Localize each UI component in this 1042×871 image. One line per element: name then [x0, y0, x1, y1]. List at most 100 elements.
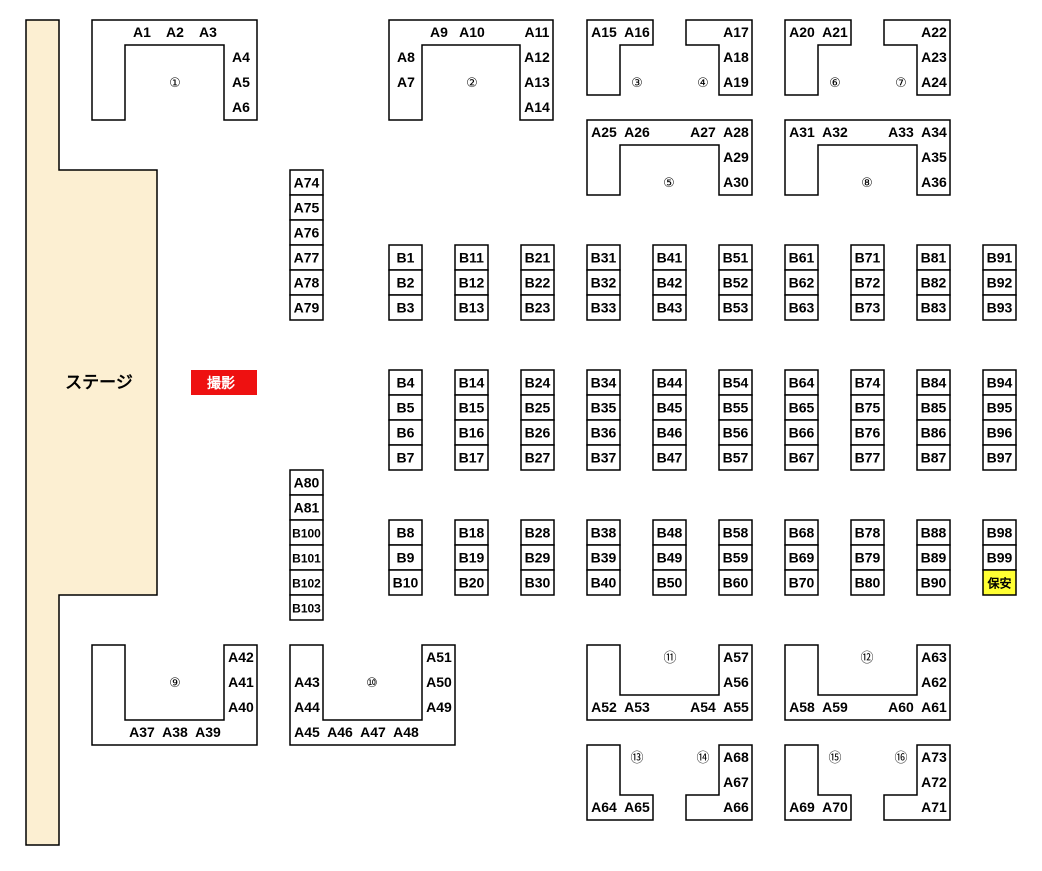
booth-label: A77 [294, 250, 320, 266]
booth-cell [982, 294, 1017, 321]
booth-label: B61 [789, 250, 815, 266]
booth-label: A67 [723, 774, 749, 790]
booth-cell [916, 369, 951, 396]
booth-label: B23 [525, 300, 551, 316]
booth-label: A13 [524, 74, 550, 90]
booth-label: B102 [292, 577, 321, 591]
area-number: ① [169, 76, 181, 91]
booth-cell [520, 569, 555, 596]
stage-area [25, 19, 158, 846]
booth-cell [652, 394, 687, 421]
booth-label: B90 [921, 575, 947, 591]
booth-cell [718, 444, 753, 471]
booth-label: B63 [789, 300, 815, 316]
booth-cell [784, 544, 819, 571]
booth-label: A3 [199, 24, 217, 40]
booth-label: A34 [921, 124, 947, 140]
booth-label: B39 [591, 550, 617, 566]
booth-label: B36 [591, 425, 617, 441]
booth-label: B89 [921, 550, 947, 566]
booth-label: A56 [723, 674, 749, 690]
booth-cell [784, 244, 819, 271]
booth-label: A50 [426, 674, 452, 690]
booth-label: B93 [987, 300, 1013, 316]
booth-label: A20 [789, 24, 815, 40]
booth-label: A8 [397, 49, 415, 65]
booth-label: B87 [921, 450, 947, 466]
stage-label: ステージ [65, 373, 133, 393]
booth-label: B86 [921, 425, 947, 441]
booth-label: A54 [690, 699, 716, 715]
booth-label: B60 [723, 575, 749, 591]
booth-label: B8 [397, 525, 415, 541]
booth-label: A28 [723, 124, 749, 140]
area-number: ⑨ [169, 676, 181, 691]
booth-label: B99 [987, 550, 1013, 566]
booth-label: B73 [855, 300, 881, 316]
booth-cell [916, 294, 951, 321]
booth-label: B82 [921, 275, 947, 291]
booth-label: B98 [987, 525, 1013, 541]
area-number: ⑮ [828, 751, 841, 766]
block-6 [784, 19, 852, 96]
block-10 [289, 644, 456, 746]
booth-label: B69 [789, 550, 815, 566]
booth-label: A29 [723, 149, 749, 165]
booth-cell [718, 569, 753, 596]
block-15 [784, 744, 852, 821]
booth-label: B48 [657, 525, 683, 541]
booth-label: A57 [723, 649, 749, 665]
area-number: ⑫ [860, 651, 873, 666]
booth-label: B30 [525, 575, 551, 591]
area-number: ⑯ [894, 751, 907, 766]
booth-cell [916, 569, 951, 596]
booth-cell [520, 419, 555, 446]
booth-label: A39 [195, 724, 221, 740]
booth-label: A22 [921, 24, 947, 40]
booth-label: A21 [822, 24, 848, 40]
booth-cell [454, 569, 489, 596]
booth-label: B15 [459, 400, 485, 416]
area-numbers: ① ② ③ ④ ⑤ ⑥ ⑦ ⑧ ⑨ ⑩ ⑪ ⑫ ⑬ ⑭ ⑮ ⑯ [169, 76, 907, 766]
booth-cell [850, 294, 885, 321]
booth-cell [289, 569, 324, 596]
booth-cell [289, 169, 324, 196]
booth-cell [454, 269, 489, 296]
booth-cell [784, 519, 819, 546]
booth-label: B83 [921, 300, 947, 316]
booth-label: B7 [397, 450, 415, 466]
booth-cell [454, 519, 489, 546]
booth-label: B12 [459, 275, 485, 291]
booth-cell [916, 544, 951, 571]
booth-cell [652, 544, 687, 571]
booth-label: A71 [921, 799, 947, 815]
booth-label: A46 [327, 724, 353, 740]
booth-label: A31 [789, 124, 815, 140]
booth-cell [520, 544, 555, 571]
booth-cell [586, 569, 621, 596]
booth-cell [718, 269, 753, 296]
booth-label: B37 [591, 450, 617, 466]
booth-label: B91 [987, 250, 1013, 266]
block-4 [685, 19, 753, 96]
booth-label: B59 [723, 550, 749, 566]
booth-label: A68 [723, 749, 749, 765]
booth-label: A2 [166, 24, 184, 40]
booth-cell [388, 394, 423, 421]
block-14 [685, 744, 753, 821]
booth-label: B46 [657, 425, 683, 441]
security-booth [982, 569, 1017, 596]
booth-cell [850, 419, 885, 446]
booth-label: A69 [789, 799, 815, 815]
booth-cell [652, 519, 687, 546]
booth-label: A65 [624, 799, 650, 815]
security-label: 保安 [986, 576, 1011, 591]
area-number: ⑭ [696, 751, 709, 766]
booth-cell [652, 244, 687, 271]
booth-cell [454, 394, 489, 421]
booth-label: B74 [855, 375, 881, 391]
booth-label: B29 [525, 550, 551, 566]
booth-label: B64 [789, 375, 815, 391]
booth-cell [520, 294, 555, 321]
